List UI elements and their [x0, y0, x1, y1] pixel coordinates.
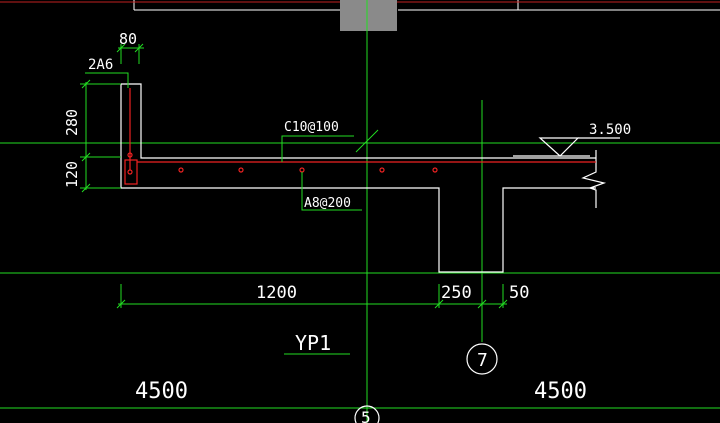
dim-left-upper-label: 280 [63, 109, 81, 136]
axis-5-label: 5 [361, 408, 371, 423]
spacing-right-label: 4500 [534, 379, 587, 404]
axis-7-label: 7 [477, 350, 488, 371]
element-name-label: YP1 [295, 331, 331, 355]
rebar-top-label: 2A6 [88, 57, 113, 73]
spacing-left-label: 4500 [135, 379, 188, 404]
elevation-symbol [538, 137, 620, 157]
dim-offset-label: 50 [509, 283, 529, 303]
axis-bubble-5 [354, 405, 380, 423]
dim-left-lower-label: 120 [63, 161, 81, 188]
canopy-outline [120, 83, 607, 273]
rebar [124, 88, 596, 185]
dimension-lines [80, 43, 508, 355]
axis-bubble-7 [466, 343, 498, 375]
dim-beam-label: 250 [441, 283, 472, 303]
axis-lines [366, 0, 483, 423]
dim-span-label: 1200 [256, 283, 297, 303]
rebar-stirrup-label: C10@100 [284, 120, 339, 135]
dim-top-label: 80 [119, 30, 137, 48]
guide-lines [0, 142, 720, 409]
elevation-label: 3.500 [589, 122, 631, 138]
column-block [340, 0, 397, 31]
rebar-bottom-label: A8@200 [304, 196, 351, 211]
